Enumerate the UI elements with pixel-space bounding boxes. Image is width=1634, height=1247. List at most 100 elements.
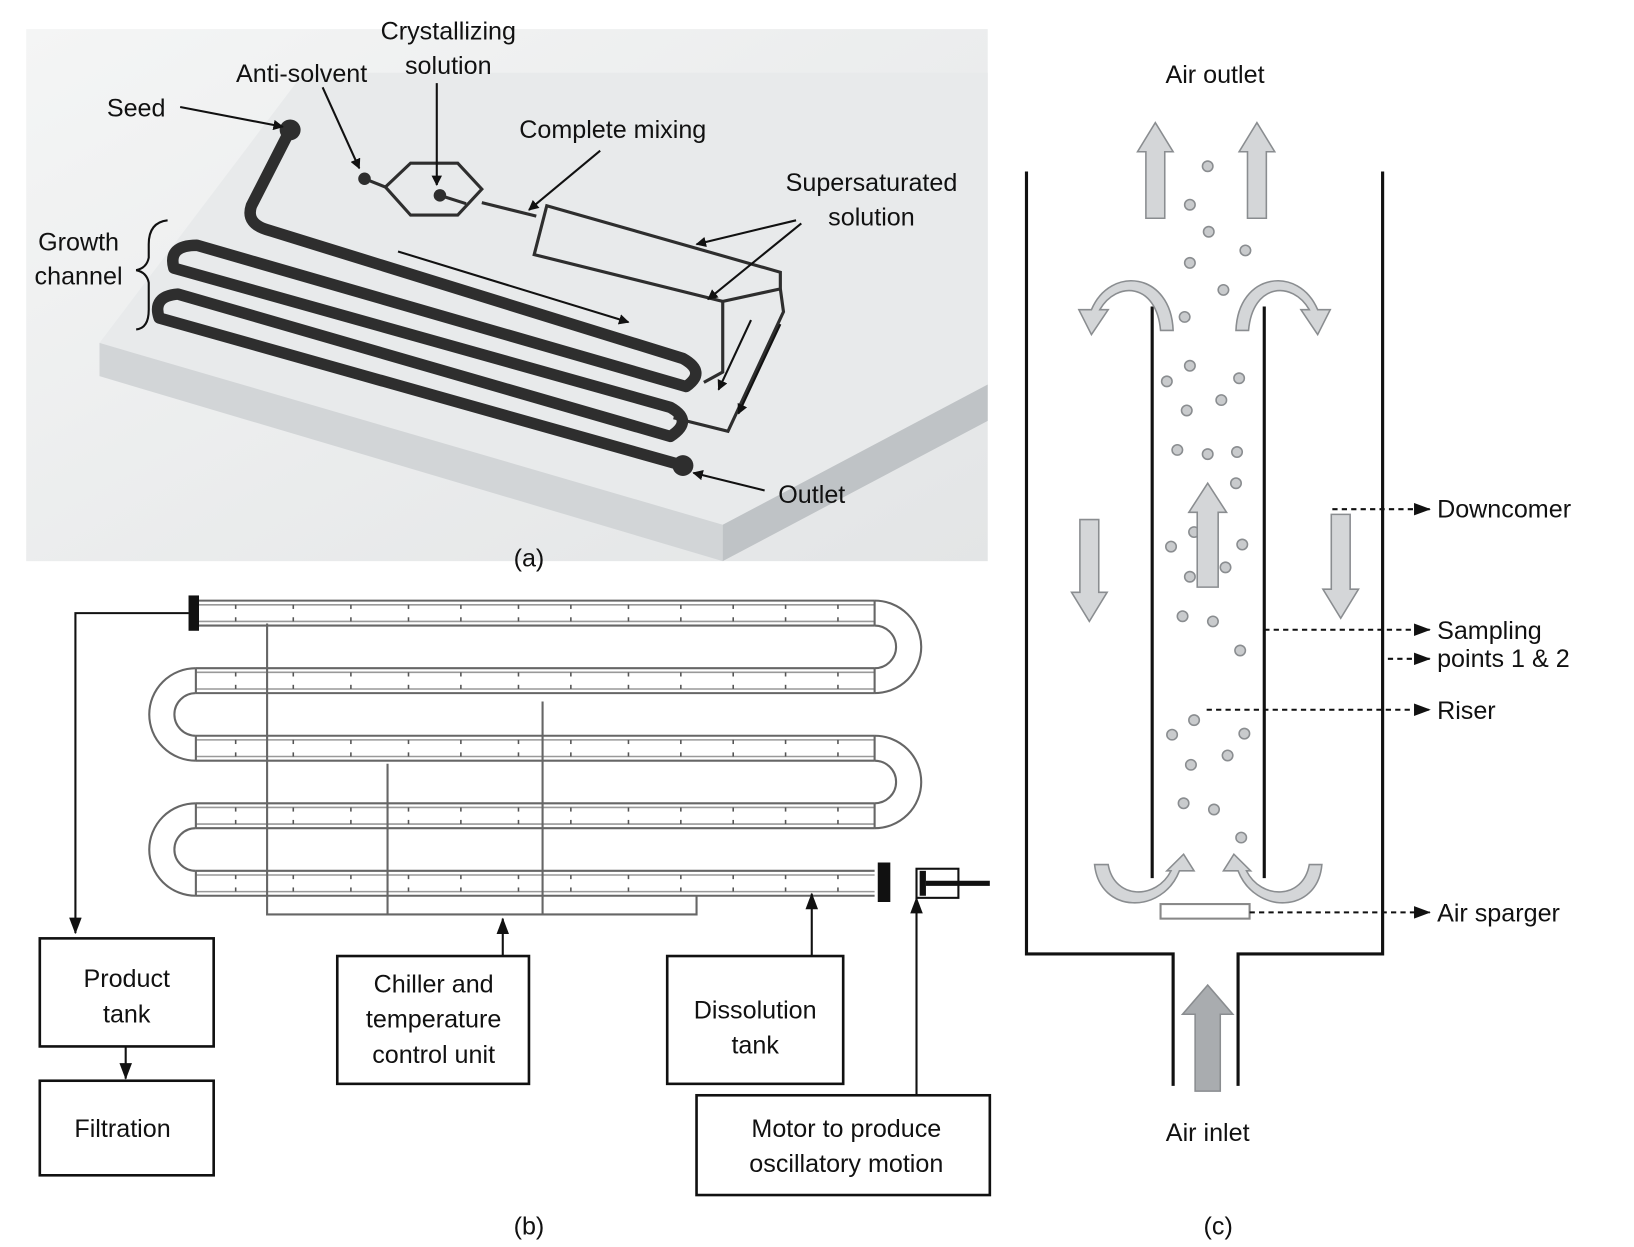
down-flow-arrow [1321, 513, 1360, 620]
bubble [1219, 561, 1232, 574]
label-growth: Growth [38, 229, 119, 257]
growth-channel-brace [135, 219, 168, 331]
chip-front-face [99, 342, 723, 562]
motor-box: Motor to produce oscillatory motion [695, 1093, 992, 1197]
air-sparger [1159, 903, 1251, 920]
label-seed: Seed [107, 94, 166, 122]
bubble [1236, 538, 1249, 551]
filtration-box: Filtration [38, 1079, 215, 1177]
u-bend-inner [874, 624, 898, 670]
bubble [1171, 443, 1184, 456]
bubble [1176, 610, 1189, 623]
piston-head [919, 870, 926, 896]
panel-b-oscillatory-baffled-crystallizer: Product tank Filtration Chiller and temp… [38, 595, 992, 1241]
u-bend-outer [148, 667, 196, 762]
dissolution-tank-box: Dissolution tank [665, 954, 845, 1086]
label-crystallizing-2: solution [405, 52, 492, 80]
bubble [1238, 727, 1251, 740]
bubble [1180, 404, 1193, 417]
filtration-label: Filtration [74, 1115, 170, 1143]
outlet-port [672, 455, 694, 476]
bubble [1202, 225, 1215, 238]
motor-label: Motor to produce [751, 1115, 941, 1143]
chiller-box: Chiller and temperature control unit [335, 954, 531, 1086]
label-air-outlet: Air outlet [1165, 61, 1264, 89]
u-bend-inner [874, 759, 898, 805]
callout-lines [1206, 502, 1431, 919]
supersaturation-chamber [532, 203, 782, 303]
bubble [1239, 244, 1252, 257]
tube-rows [148, 599, 923, 897]
bubble [1165, 540, 1178, 553]
u-bend-outer [874, 734, 923, 830]
bubble [1207, 803, 1221, 816]
panel-c-airlift-crystallizer: Air outlet Downcomer Sampling points 1 &… [1024, 61, 1571, 1241]
product-tank-label: Product [83, 965, 170, 993]
bubble [1201, 448, 1214, 461]
up-flow-arrow [1180, 983, 1235, 1092]
label-sampling-points: points 1 & 2 [1437, 645, 1570, 673]
bubble [1166, 728, 1179, 741]
seed-inlet [279, 119, 301, 141]
u-bend-outer [148, 802, 196, 897]
outer-vessel-left [1024, 171, 1175, 1086]
curved-arrow-bottom-right [1221, 852, 1323, 904]
caption-c: (c) [1204, 1213, 1233, 1241]
label-downcomer: Downcomer [1437, 496, 1571, 524]
label-sampling: Sampling [1437, 617, 1542, 645]
chip-side-face [722, 384, 988, 562]
label-air-inlet: Air inlet [1166, 1119, 1250, 1147]
u-bend-inner [173, 827, 196, 872]
panel-a-microfluidic-chip: Crystallizing solution Anti-solvent Seed… [26, 18, 988, 572]
curved-arrow-top-right [1235, 280, 1332, 337]
curved-flow-arrows [1077, 280, 1332, 904]
bubble [1235, 831, 1248, 844]
chiller-label-3: control unit [372, 1041, 495, 1069]
bubble [1233, 372, 1246, 385]
label-channel: channel [35, 263, 123, 291]
anti-solvent-inlet [358, 172, 371, 185]
label-supersaturated-2: solution [828, 204, 915, 232]
up-flow-arrow [1136, 121, 1175, 220]
caption-b: (b) [514, 1213, 545, 1241]
bubble [1178, 310, 1191, 323]
label-anti-solvent: Anti-solvent [236, 60, 367, 88]
label-supersaturated: Supersaturated [786, 169, 958, 197]
down-flow-arrow [1070, 518, 1109, 623]
up-flow-arrow [1187, 481, 1228, 588]
chip-top-face [99, 72, 988, 525]
bubble [1201, 160, 1214, 173]
curved-arrow-top-left [1077, 280, 1174, 337]
bubble [1221, 749, 1234, 762]
u-bend-inner [173, 692, 196, 737]
label-air-sparger: Air sparger [1437, 900, 1560, 928]
bubble [1184, 758, 1197, 771]
bubble [1183, 198, 1196, 211]
bubble [1183, 256, 1196, 269]
bubble [1183, 359, 1196, 372]
bubbles [1160, 160, 1252, 844]
caption-a: (a) [514, 544, 545, 572]
growth-channel [151, 124, 702, 472]
chiller-label: Chiller and [374, 970, 494, 998]
chiller-label-2: temperature [366, 1006, 501, 1034]
outer-vessel-right [1236, 171, 1385, 1086]
bubble [1215, 394, 1228, 407]
product-tank-label-2: tank [103, 1001, 151, 1029]
coolant-lines [266, 623, 698, 916]
mixing-hexagon [383, 161, 484, 217]
dissolution-label-2: tank [731, 1032, 779, 1060]
left-end-cap [188, 595, 200, 631]
bubble [1217, 283, 1230, 296]
panel-a-arrows [179, 83, 802, 492]
product-tank-box: Product tank [38, 937, 215, 1048]
bubble [1230, 446, 1244, 459]
bubble [1183, 570, 1196, 583]
bubble [1229, 477, 1242, 490]
bubble [1206, 615, 1219, 628]
curved-arrow-bottom-left [1093, 852, 1196, 904]
label-complete-mixing: Complete mixing [519, 116, 706, 144]
label-crystallizing: Crystallizing [381, 18, 516, 46]
label-outlet: Outlet [778, 481, 845, 509]
up-flow-arrow [1237, 121, 1277, 220]
